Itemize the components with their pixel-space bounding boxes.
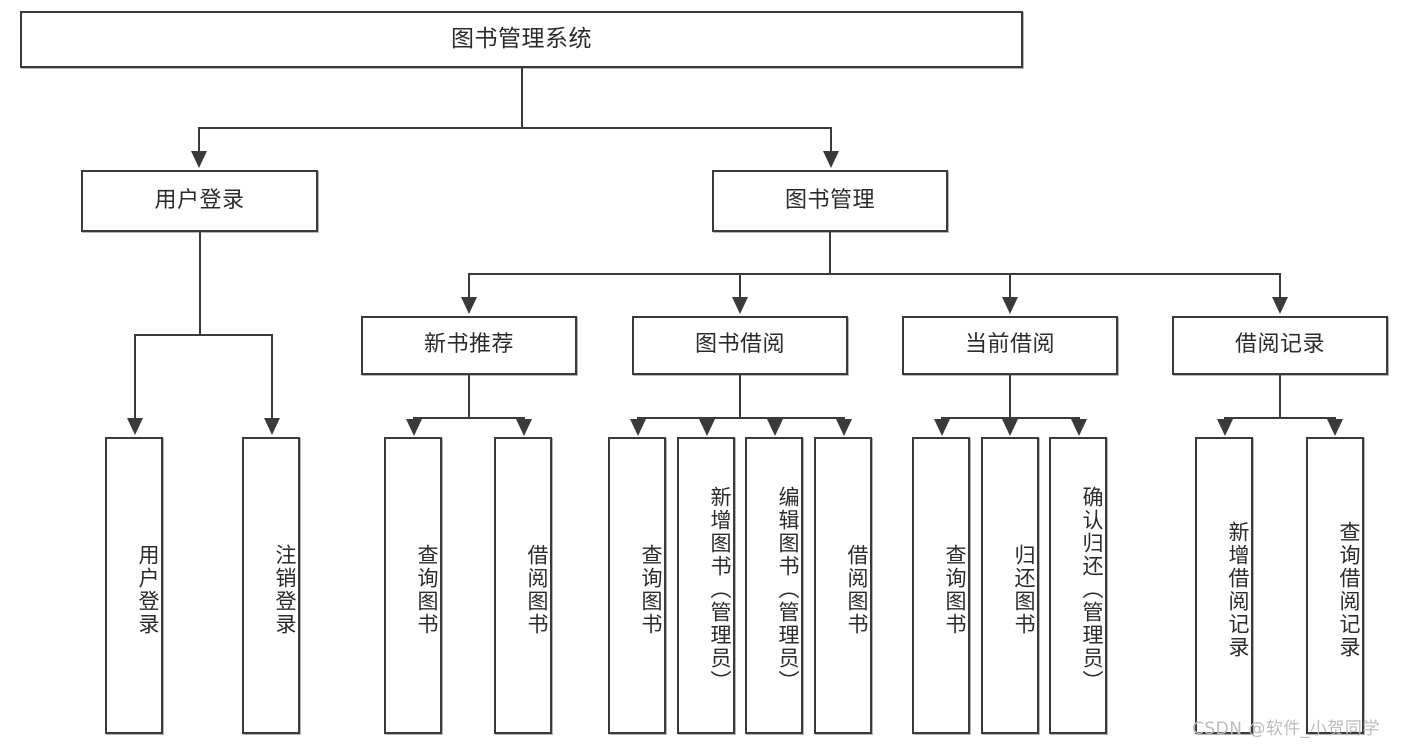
edge-user-login-stem: [199, 232, 201, 335]
edge-bb-stem: [739, 375, 741, 418]
edge-nbr-bus: [413, 417, 525, 419]
edge-user-login-drop-1: [134, 334, 136, 420]
arrow-to-new-book-recommend: [461, 297, 477, 314]
node-new-book-recommend[interactable]: 新书推荐: [361, 316, 577, 375]
arrow-nbr-leaf-2: [516, 419, 532, 436]
watermark-csdn: CSDN @软件_小贺同学: [1192, 719, 1380, 739]
leaf-br-add-record[interactable]: 新增借阅记录: [1195, 437, 1253, 734]
leaf-cb-confirm-return-admin[interactable]: 确认归还（管理员）: [1049, 437, 1107, 734]
edge-root-drop-right: [830, 127, 832, 153]
edge-book-manage-drop-2: [739, 273, 741, 299]
edge-nbr-stem: [468, 375, 470, 418]
edge-book-manage-stem: [829, 232, 831, 274]
arrow-nbr-leaf-1: [406, 419, 422, 436]
arrow-to-borrow-record: [1272, 297, 1288, 314]
arrow-to-leaf-user-login: [127, 418, 143, 435]
edge-bb-bus: [637, 417, 845, 419]
edge-root-stem: [521, 68, 523, 128]
arrow-bb-leaf-2: [699, 419, 715, 436]
edge-root-drop-left: [198, 127, 200, 153]
arrow-cb-leaf-2: [1002, 419, 1018, 436]
leaf-user-login[interactable]: 用户登录: [105, 437, 163, 734]
node-root-system[interactable]: 图书管理系统: [20, 11, 1023, 68]
leaf-bb-borrow-book[interactable]: 借阅图书: [814, 437, 872, 734]
leaf-nbr-query-book[interactable]: 查询图书: [384, 437, 442, 734]
leaf-cb-return-book[interactable]: 归还图书: [981, 437, 1039, 734]
arrow-cb-leaf-1: [934, 419, 950, 436]
edge-user-login-drop-2: [271, 334, 273, 420]
node-current-borrow[interactable]: 当前借阅: [902, 316, 1118, 375]
edge-book-manage-drop-1: [468, 273, 470, 299]
node-borrow-record[interactable]: 借阅记录: [1172, 316, 1388, 375]
node-book-borrow[interactable]: 图书借阅: [632, 316, 848, 375]
arrow-bb-leaf-3: [767, 419, 783, 436]
edge-root-bus: [198, 127, 832, 129]
leaf-bb-add-book-admin[interactable]: 新增图书（管理员）: [677, 437, 735, 734]
arrow-cb-leaf-3: [1071, 419, 1087, 436]
edge-cb-stem: [1009, 375, 1011, 418]
leaf-nbr-borrow-book[interactable]: 借阅图书: [494, 437, 552, 734]
leaf-bb-query-book[interactable]: 查询图书: [608, 437, 666, 734]
arrow-to-user-login: [191, 151, 207, 168]
arrow-bb-leaf-4: [836, 419, 852, 436]
arrow-to-book-borrow: [732, 297, 748, 314]
arrow-to-current-borrow: [1002, 297, 1018, 314]
leaf-logout[interactable]: 注销登录: [242, 437, 300, 734]
arrow-bb-leaf-1: [630, 419, 646, 436]
arrow-to-leaf-logout: [264, 418, 280, 435]
node-book-manage[interactable]: 图书管理: [712, 170, 948, 232]
node-user-login[interactable]: 用户登录: [81, 170, 318, 232]
arrow-br-leaf-2: [1327, 419, 1343, 436]
leaf-cb-query-book[interactable]: 查询图书: [912, 437, 970, 734]
edge-book-manage-drop-3: [1009, 273, 1011, 299]
edge-br-bus: [1224, 417, 1336, 419]
edge-user-login-bus: [134, 334, 273, 336]
edge-book-manage-bus: [468, 273, 1280, 275]
leaf-br-query-record[interactable]: 查询借阅记录: [1306, 437, 1364, 734]
edge-book-manage-drop-4: [1279, 273, 1281, 299]
leaf-bb-edit-book-admin[interactable]: 编辑图书（管理员）: [745, 437, 803, 734]
edge-br-stem: [1279, 375, 1281, 418]
arrow-br-leaf-1: [1217, 419, 1233, 436]
arrow-to-book-manage: [823, 151, 839, 168]
